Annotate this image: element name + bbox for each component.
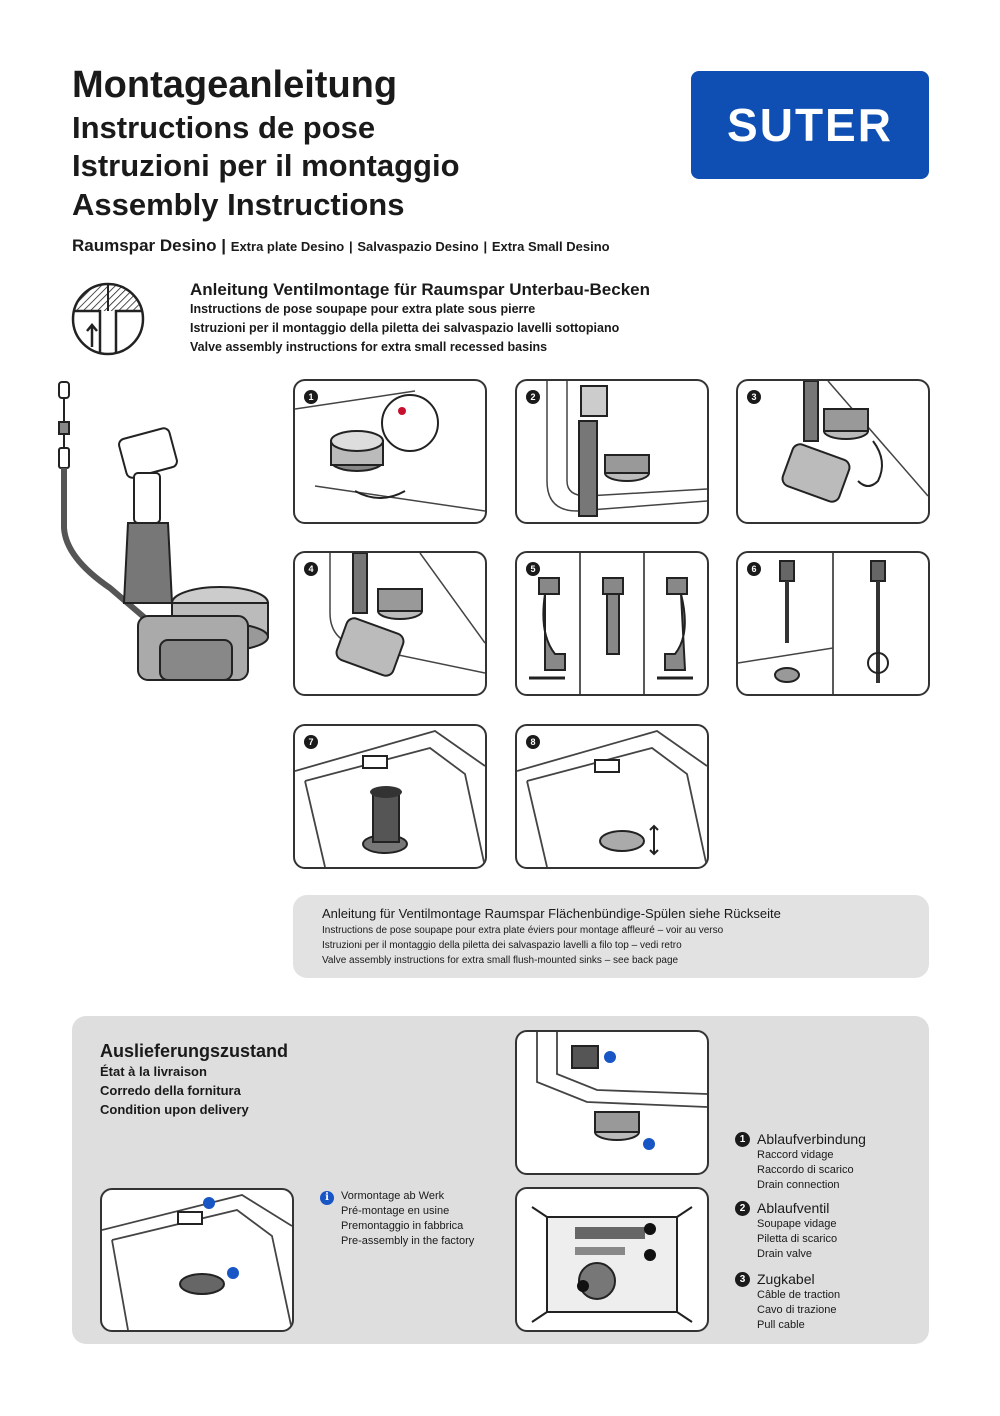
intro-fr: Instructions de pose soupape pour extra … (190, 302, 536, 316)
info-fr: Pré-montage en usine (341, 1205, 450, 1217)
step-number: 6 (747, 562, 761, 576)
delivery-basin-panel (100, 1188, 294, 1332)
note-it: Istruzioni per il montaggio della pilett… (322, 940, 682, 951)
step-panel-7: 7 (293, 724, 487, 869)
delivery-title-en: Condition upon delivery (100, 1102, 249, 1117)
product-en: Extra Small Desino (491, 239, 610, 254)
delivery-title-de: Auslieferungszustand (100, 1041, 289, 1061)
step-number: 3 (747, 390, 761, 404)
product-de: Raumspar Desino (72, 236, 217, 255)
flush-mount-note: Anleitung für Ventilmontage Raumspar Flä… (293, 895, 929, 978)
title-it: Istruzioni per il montaggio (72, 148, 460, 183)
note-fr: Instructions de pose soupape pour extra … (322, 925, 724, 936)
step-panel-2: 2 (515, 379, 709, 524)
step-number: 8 (526, 735, 540, 749)
step-number: 7 (304, 735, 318, 749)
note-de: Anleitung für Ventilmontage Raumspar Flä… (322, 906, 781, 921)
step-panel-1: 1 (293, 379, 487, 524)
info-icon: i (320, 1187, 334, 1205)
step-number: 4 (304, 562, 318, 576)
drain-assembly-drawing (50, 378, 280, 708)
step-number: 2 (526, 390, 540, 404)
note-en: Valve assembly instructions for extra sm… (322, 955, 679, 966)
step-panel-3: 3 (736, 379, 930, 524)
step-panel-6: 6 (736, 551, 930, 696)
info-it: Premontaggio in fabbrica (341, 1220, 464, 1232)
step-number: 5 (526, 562, 540, 576)
step-panel-4: 4 (293, 551, 487, 696)
separator: | (221, 236, 227, 255)
step-panel-5: 5 (515, 551, 709, 696)
separator: | (483, 239, 488, 254)
recessed-basin-icon (70, 281, 146, 357)
intro-de: Anleitung Ventilmontage für Raumspar Unt… (190, 280, 651, 299)
delivery-underside-panel (515, 1030, 709, 1175)
product-line: Raumspar Desino | Extra plate Desino | S… (72, 236, 610, 256)
title-fr: Instructions de pose (72, 110, 376, 145)
parts-legend: 1 Ablaufverbindung Raccord vidage Raccor… (735, 1131, 925, 1341)
intro-en: Valve assembly instructions for extra sm… (190, 340, 548, 354)
delivery-title-fr: État à la livraison (100, 1064, 207, 1079)
separator: | (348, 239, 353, 254)
step-number: 1 (304, 390, 318, 404)
delivery-box-panel (515, 1187, 709, 1332)
brand-logo: SUTER (691, 71, 929, 179)
product-it: Salvaspazio Desino (357, 239, 479, 254)
intro-it: Istruzioni per il montaggio della pilett… (190, 321, 620, 335)
product-fr: Extra plate Desino (230, 239, 345, 254)
delivery-title-it: Corredo della fornitura (100, 1083, 241, 1098)
info-de: Vormontage ab Werk (341, 1190, 445, 1202)
step-panel-8: 8 (515, 724, 709, 869)
title-en: Assembly Instructions (72, 187, 405, 222)
title-de: Montageanleitung (72, 64, 398, 106)
info-en: Pre-assembly in the factory (341, 1235, 475, 1247)
